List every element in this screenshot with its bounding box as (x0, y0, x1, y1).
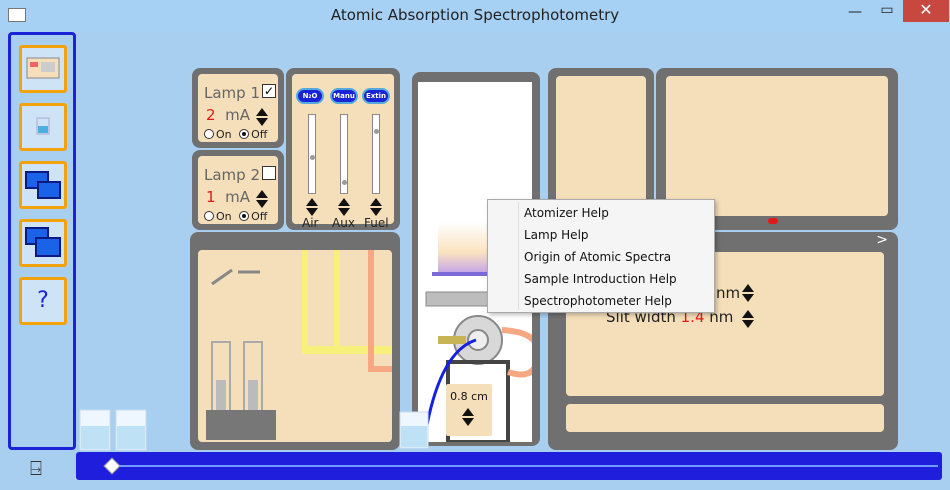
aux-knob[interactable] (342, 180, 347, 185)
slit-width-stepper[interactable] (742, 310, 756, 328)
nav-spectra-button[interactable] (19, 219, 67, 267)
menu-separator (518, 202, 519, 310)
maximize-button[interactable]: ▭ (880, 2, 894, 18)
beakers-graphic (79, 409, 147, 451)
lamp1-current-stepper[interactable] (256, 108, 270, 126)
app-icon[interactable] (8, 8, 26, 22)
lamp1-on-radio[interactable] (204, 129, 214, 139)
sample-compartment (190, 232, 400, 450)
lamp2-power-radios: On Off (204, 210, 267, 223)
help-icon: ? (37, 288, 49, 313)
fuel-label: Fuel (364, 216, 389, 230)
aux-label: Aux (332, 216, 355, 230)
readout-display-panel (656, 68, 898, 230)
fuel-flow-slider[interactable] (372, 114, 380, 194)
instrument-icon (26, 57, 60, 79)
lamp2-label: Lamp 2 (204, 166, 260, 184)
nebulizer-graphic (206, 250, 392, 440)
nav-instrument-view-button[interactable] (19, 45, 67, 93)
slider-thumb[interactable] (103, 457, 121, 475)
lamp2-on-radio[interactable] (204, 211, 214, 221)
menu-item-origin-of-atomic-spectra[interactable]: Origin of Atomic Spectra (524, 250, 672, 264)
menu-item-spectrophotometer-help[interactable]: Spectrophotometer Help (524, 294, 672, 308)
lamp1-current: 2 mA (206, 106, 250, 124)
burner-panel (412, 72, 542, 446)
left-nav: ? (8, 32, 76, 450)
sample-beaker (399, 411, 429, 449)
lamp1-power-radios: On Off (204, 128, 267, 141)
menu-item-lamp-help[interactable]: Lamp Help (524, 228, 589, 242)
wavelength-unit: nm (716, 284, 741, 302)
lamp1-panel: Lamp 1 ✓ 2 mA On Off (192, 68, 284, 148)
expand-arrow[interactable]: > (876, 232, 888, 248)
air-label: Air (302, 216, 319, 230)
nav-sample-button[interactable] (19, 103, 67, 151)
title-bar: Atomic Absorption Spectrophotometry — ▭ … (0, 0, 950, 32)
air-knob[interactable] (310, 155, 315, 160)
lamp1-label: Lamp 1 (204, 84, 260, 102)
burner-depth-stepper[interactable] (462, 408, 476, 426)
nav-windows-button[interactable] (19, 161, 67, 209)
exit-icon[interactable]: ⍈ (30, 456, 42, 480)
gas-panel: N₂O Manu Extin Air Aux Fuel (286, 68, 400, 230)
lamp2-panel: Lamp 2 1 mA On Off (192, 150, 284, 230)
menu-item-atomizer-help[interactable]: Atomizer Help (524, 206, 609, 220)
burner-depth-value: 0.8 cm (450, 390, 488, 403)
nav-help-button[interactable]: ? (19, 277, 67, 325)
lamp2-current-stepper[interactable] (256, 190, 270, 208)
aux-stepper[interactable] (338, 198, 352, 216)
beaker-icon (36, 117, 50, 135)
lamp2-off-radio[interactable] (239, 211, 250, 221)
bottom-slider[interactable] (76, 452, 942, 480)
aux-flow-slider[interactable] (340, 114, 348, 194)
help-context-menu: Atomizer Help Lamp Help Origin of Atomic… (487, 199, 715, 313)
air-stepper[interactable] (306, 198, 320, 216)
lamp2-current: 1 mA (206, 188, 250, 206)
burner-depth-control: 0.8 cm (446, 384, 492, 436)
windows-icon (25, 171, 61, 199)
close-button[interactable]: ✕ (903, 0, 949, 22)
menu-item-sample-introduction-help[interactable]: Sample Introduction Help (524, 272, 677, 286)
power-indicator-light (768, 218, 778, 224)
minimize-button[interactable]: — (848, 4, 862, 20)
n2o-button[interactable]: N₂O (296, 88, 324, 104)
fuel-knob[interactable] (374, 129, 379, 134)
lamp1-checkbox[interactable]: ✓ (262, 84, 276, 98)
air-flow-slider[interactable] (308, 114, 316, 194)
spectra-windows-icon (25, 227, 61, 257)
manual-button[interactable]: Manu (330, 88, 358, 104)
lamp2-checkbox[interactable] (262, 166, 276, 180)
fuel-stepper[interactable] (370, 198, 384, 216)
slider-track (116, 465, 938, 467)
extinguish-button[interactable]: Extin (362, 88, 390, 104)
wavelength-stepper[interactable] (742, 284, 756, 302)
window-title: Atomic Absorption Spectrophotometry (330, 6, 620, 24)
main-content: ? ⍈ Lamp 1 ✓ 2 mA On Off Lamp 2 1 (0, 32, 950, 490)
lamp1-off-radio[interactable] (239, 129, 250, 139)
